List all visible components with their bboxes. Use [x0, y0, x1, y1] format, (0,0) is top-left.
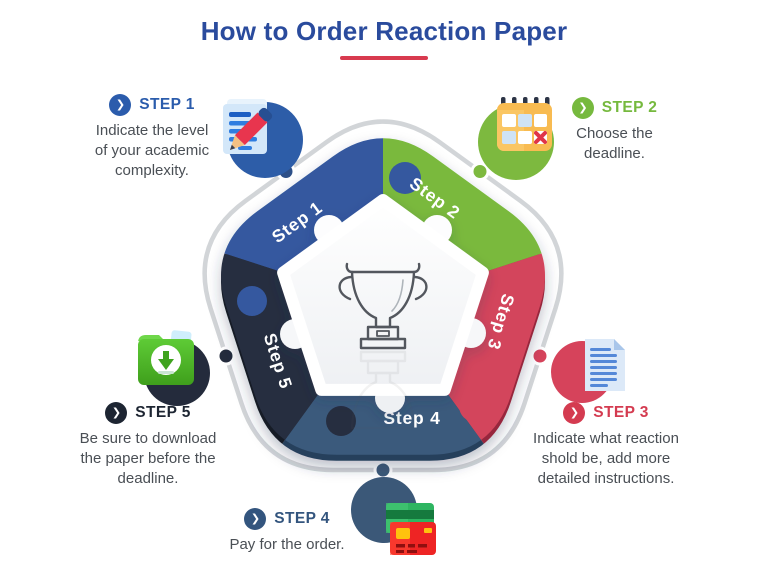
center-pentagon — [277, 194, 489, 413]
step3-description: Indicate what reaction shold be, add mor… — [533, 430, 679, 488]
puzzle-tab-blue-left — [237, 286, 267, 316]
document-lines-icon — [551, 339, 625, 403]
title-underline — [340, 56, 428, 60]
trophy-reflection — [350, 350, 416, 430]
step5-header: ❯ STEP 5 — [57, 402, 239, 424]
step5-illustration — [127, 325, 227, 425]
ring-node-step5 — [216, 346, 236, 366]
credit-cards-icon — [351, 477, 436, 555]
step4-label: STEP 4 — [274, 510, 330, 527]
step4-illustration — [348, 472, 463, 577]
folder-download-icon — [138, 330, 210, 406]
chevron-right-icon: ❯ — [109, 94, 132, 116]
step2-illustration — [468, 94, 568, 194]
step5-description: Be sure to download the paper before the… — [79, 430, 217, 488]
chevron-right-icon: ❯ — [244, 508, 267, 530]
ring-node-step2 — [470, 162, 490, 181]
step4-header: ❯ STEP 4 — [203, 508, 371, 530]
calendar-deadline-icon — [478, 97, 554, 180]
ring-node-step3 — [530, 346, 550, 366]
trophy-icon — [338, 262, 428, 430]
step4-description: Pay for the order. — [229, 536, 345, 553]
step2-header: ❯ STEP 2 — [552, 97, 677, 119]
step3-header: ❯ STEP 3 — [515, 402, 697, 424]
step3-illustration — [540, 325, 650, 425]
step2-description: Choose the deadline. — [576, 125, 653, 163]
puzzle-tab-blue-top — [389, 162, 421, 194]
step1-block: ❯ STEP 1 Indicate the level of your acad… — [62, 94, 242, 181]
document-pencil-icon — [223, 99, 303, 178]
step2-label: STEP 2 — [601, 99, 658, 116]
chevron-right-icon: ❯ — [105, 402, 128, 424]
chevron-right-icon: ❯ — [571, 97, 594, 119]
chevron-right-icon: ❯ — [563, 402, 586, 424]
step1-label: STEP 1 — [139, 96, 195, 113]
step1-header: ❯ STEP 1 — [62, 94, 242, 116]
step2-block: ❯ STEP 2 Choose the deadline. — [552, 97, 677, 164]
step1-description: Indicate the level of your academic comp… — [94, 122, 210, 180]
step1-illustration — [213, 92, 313, 192]
page-title: How to Order Reaction Paper — [200, 16, 568, 46]
step5-label: STEP 5 — [135, 404, 191, 421]
step4-block: ❯ STEP 4 Pay for the order. — [203, 508, 371, 555]
step5-block: ❯ STEP 5 Be sure to download the paper b… — [57, 402, 239, 489]
puzzle-tab-green — [485, 236, 515, 266]
puzzle-tab-red — [459, 390, 491, 422]
puzzle-pieces — [220, 138, 546, 461]
step3-block: ❯ STEP 3 Indicate what reaction shold be… — [515, 402, 697, 489]
puzzle-tab-dark — [326, 406, 356, 436]
piece-label-step4: Step 4 — [383, 408, 440, 428]
title-block: How to Order Reaction Paper — [0, 16, 768, 60]
step3-label: STEP 3 — [593, 404, 649, 421]
